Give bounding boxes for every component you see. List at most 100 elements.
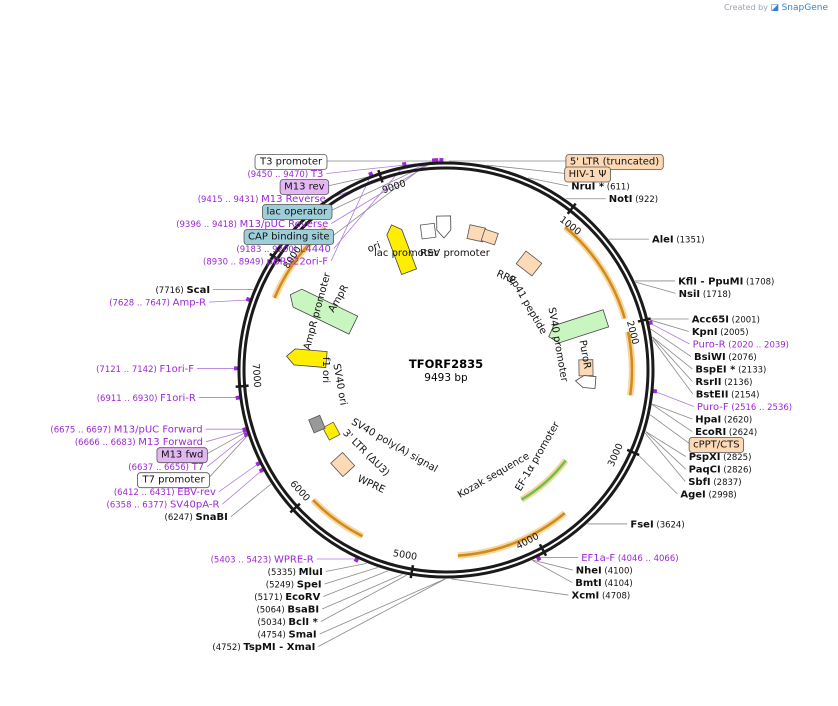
orange-cds-arc-1: [564, 226, 626, 319]
label-m13-rev[interactable]: M13 rev: [279, 179, 330, 195]
label-text-5-ltr-truncated: 5' LTR (truncated): [570, 157, 659, 168]
plasmid-name: TFORF2835: [409, 357, 483, 371]
label-nsii[interactable]: NsiI (1718): [679, 289, 731, 300]
ori-arrow: [386, 224, 418, 276]
orange-cds-arc-3: [457, 512, 566, 557]
label-m13-fwd[interactable]: M13 fwd: [156, 447, 208, 464]
leader-kpni: [648, 319, 689, 332]
label-f1ori-r[interactable]: (6911 .. 6930) F1ori-R: [97, 393, 196, 404]
label-text-lac-operator: lac operator: [267, 207, 328, 218]
leader-sbfi: [644, 432, 686, 482]
label-lac-operator[interactable]: lac operator: [262, 204, 333, 220]
label-puro-f[interactable]: Puro-F (2516 .. 2536): [697, 402, 792, 413]
f1ori-box: [322, 421, 341, 441]
label-nrui[interactable]: NruI * (611): [571, 182, 629, 193]
label-text-mlui: (5335) MluI: [268, 567, 323, 578]
inner-label-puror: PuroR: [577, 339, 593, 370]
label-cppt-cts[interactable]: cPPT/CTS: [688, 437, 745, 453]
label-pbr322ori-f[interactable]: (8930 .. 8949) pBR322ori-F: [203, 257, 328, 268]
label-m13-puc-reverse[interactable]: (9396 .. 9418) M13/pUC Reverse: [176, 219, 328, 230]
label-bcli[interactable]: (5034) BclI *: [257, 617, 318, 628]
label-puro-r[interactable]: Puro-R (2020 .. 2039): [693, 340, 789, 351]
label-acc65i[interactable]: Acc65I (2001): [692, 315, 760, 326]
label-wpre-r[interactable]: (5403 .. 5423) WPRE-R: [211, 554, 314, 565]
label-ecorv[interactable]: (5171) EcoRV: [254, 592, 320, 603]
label-kpni[interactable]: KpnI (2005): [692, 327, 749, 338]
label-text-ef1a-f: EF1a-F (4046 .. 4066): [581, 553, 678, 564]
label-sv40pa-r[interactable]: (6358 .. 6377) SV40pA-R: [107, 500, 220, 511]
label-text-xcmi: XcmI (4708): [572, 591, 631, 602]
label-t3-promoter[interactable]: T3 promoter: [254, 154, 328, 170]
label-bsteii[interactable]: BstEII (2154): [696, 390, 760, 401]
label-spei[interactable]: (5249) SpeI: [266, 579, 322, 590]
label-tspmi[interactable]: (4752) TspMI - XmaI: [212, 642, 315, 653]
inner-label-sv40-ori: SV40 ori: [330, 363, 348, 406]
tick-4000: [538, 543, 548, 557]
label-text-smai: (4754) SmaI: [258, 629, 317, 640]
label-f1ori-f[interactable]: (7121 .. 7142) F1ori-F: [96, 364, 194, 375]
label-text-m13-puc-reverse: (9396 .. 9418) M13/pUC Reverse: [176, 219, 328, 230]
label-text-kfli: KflI - PpuMI (1708): [678, 276, 774, 287]
label-bmti[interactable]: BmtI (4104): [575, 578, 633, 589]
leader-rsrii: [652, 337, 693, 382]
snapgene-logo-icon: ◪: [770, 3, 780, 13]
label-ecori[interactable]: EcoRI (2624): [695, 427, 757, 438]
label-hpai[interactable]: HpaI (2620): [695, 415, 752, 426]
label-alei[interactable]: AleI (1351): [652, 235, 705, 246]
label-text-l4440: (9183 .. 9200) L4440: [236, 244, 330, 255]
label-text-m13-puc-forward: (6675 .. 6697) M13/pUC Forward: [50, 425, 202, 436]
label-l4440[interactable]: (9183 .. 9200) L4440: [236, 244, 330, 255]
label-bsabi[interactable]: (5064) BsaBI: [256, 604, 319, 615]
inner-label-rsv-promoter: RSV promoter: [420, 248, 491, 259]
label-noti[interactable]: NotI (922): [609, 194, 658, 205]
leader-ebv-rev: [218, 462, 260, 493]
label-mlui[interactable]: (5335) MluI: [268, 567, 323, 578]
label-fsei[interactable]: FseI (3624): [630, 519, 684, 530]
label-text-nrui: NruI * (611): [571, 182, 629, 193]
green-cds-arc: [520, 459, 567, 501]
leader-bmti: [532, 560, 573, 583]
label-text-sbfi: SbfI (2837): [688, 477, 741, 488]
tick-7000: [235, 384, 249, 388]
orange-cds-arc-4-halo: [310, 497, 364, 540]
label-paqci[interactable]: PaqCI (2826): [689, 465, 752, 476]
label-t7-promoter[interactable]: T7 promoter: [137, 472, 210, 489]
label-scai[interactable]: (7716) ScaI: [155, 285, 210, 296]
label-snabi[interactable]: (6247) SnaBI: [165, 512, 228, 523]
leader-m13-fwd: [206, 431, 247, 455]
label-smai[interactable]: (4754) SmaI: [258, 629, 317, 640]
label-m13-reverse[interactable]: (9415 .. 9431) M13 Reverse: [198, 194, 326, 205]
label-t7[interactable]: (6637 .. 6656) T7: [128, 462, 204, 473]
label-kfli[interactable]: KflI - PpuMI (1708): [678, 276, 774, 287]
label-agei[interactable]: AgeI (2998): [680, 490, 736, 501]
label-text-nhei: NheI (4100): [576, 566, 633, 577]
label-box-cppt-cts: [688, 437, 745, 453]
label-amp-r[interactable]: (7628 .. 7647) Amp-R: [109, 298, 206, 309]
leader-nrui: [528, 177, 569, 187]
label-xcmi[interactable]: XcmI (4708): [572, 591, 631, 602]
label-text-f1ori-f: (7121 .. 7142) F1ori-F: [96, 364, 194, 375]
label-text-wpre-r: (5403 .. 5423) WPRE-R: [211, 554, 314, 565]
label-t3[interactable]: (9450 .. 9470) T3: [247, 169, 323, 180]
label-ebv-rev[interactable]: (6412 .. 6431) EBV-rev: [114, 487, 216, 498]
leader-sv40pa-r: [222, 469, 263, 505]
label-ef1a-f[interactable]: EF1a-F (4046 .. 4066): [581, 553, 678, 564]
label-rsrii[interactable]: RsrII (2136): [695, 377, 752, 388]
label-pspxi[interactable]: PspXI (2825): [689, 452, 752, 463]
label-box-t3-promoter: [254, 154, 328, 170]
label-text-m13-reverse: (9415 .. 9431) M13 Reverse: [198, 194, 326, 205]
label-cap-binding-site[interactable]: CAP binding site: [243, 229, 335, 245]
label-box-cap-binding-site: [243, 229, 335, 245]
leader-nsii: [635, 281, 676, 294]
label-bsiwi[interactable]: BsiWI (2076): [694, 352, 757, 363]
leader-l4440: [333, 164, 405, 249]
label-m13-puc-forward[interactable]: (6675 .. 6697) M13/pUC Forward: [50, 425, 202, 436]
label-hiv-1[interactable]: HIV-1 Ψ: [564, 166, 611, 183]
label-text-rsrii: RsrII (2136): [695, 377, 752, 388]
tick-label-5000: 5000: [392, 548, 418, 563]
label-sbfi[interactable]: SbfI (2837): [688, 477, 741, 488]
label-5-ltr-truncated[interactable]: 5' LTR (truncated): [565, 154, 664, 170]
label-m13-forward[interactable]: (6666 .. 6683) M13 Forward: [75, 437, 203, 448]
label-nhei[interactable]: NheI (4100): [576, 566, 633, 577]
label-bspei[interactable]: BspEI * (2133): [695, 365, 766, 376]
